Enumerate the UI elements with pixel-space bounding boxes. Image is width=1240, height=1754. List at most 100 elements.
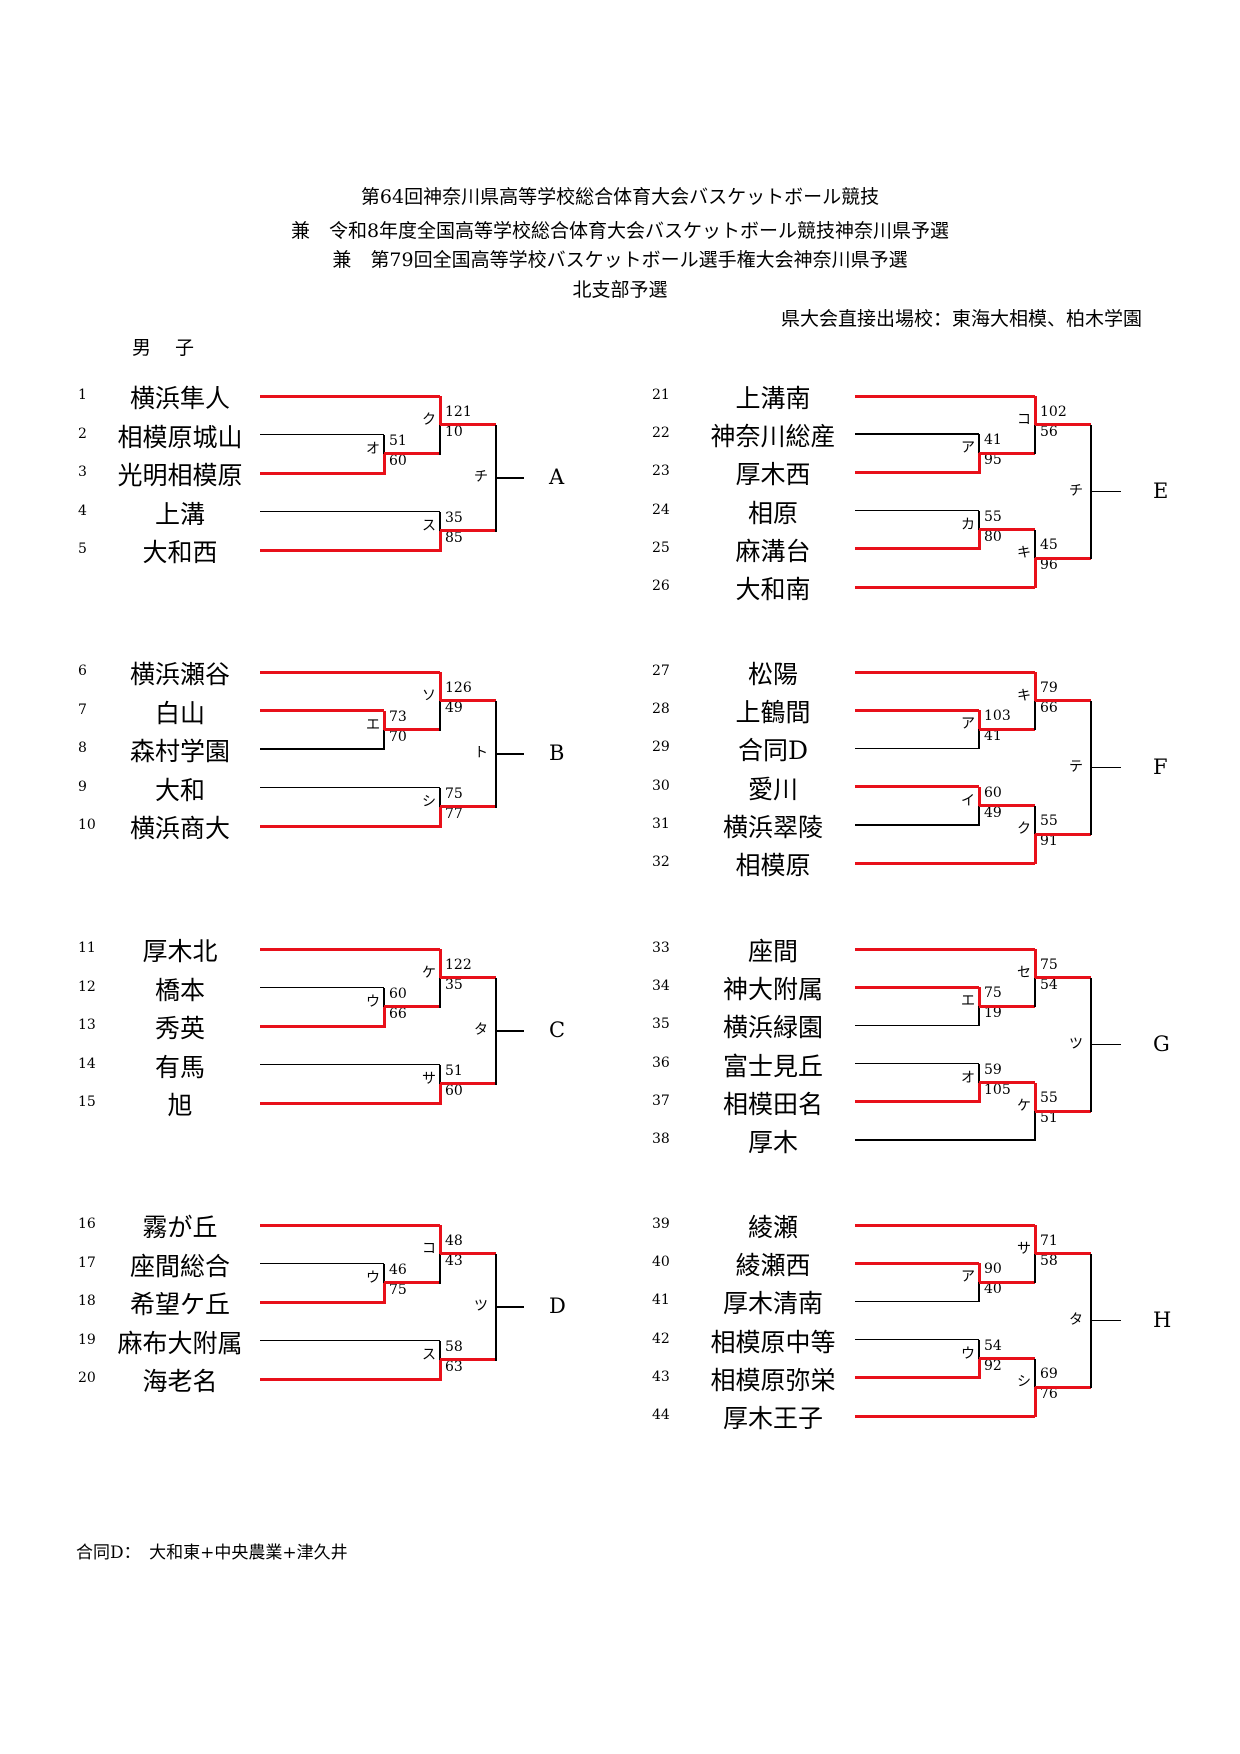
match-pair-score-top: 46 [389, 1261, 407, 1278]
match-top-score-bottom: 56 [1040, 423, 1058, 440]
match-pair1-score-bottom: 40 [984, 1281, 1002, 1298]
match-pair2-vline-top [978, 510, 980, 531]
match-pair-vline-bottom [382, 1282, 386, 1304]
bracket-line [260, 471, 384, 475]
match-pair2-label: ウ [961, 1345, 975, 1362]
bracket-line [440, 1252, 496, 1256]
team-number: 30 [652, 777, 670, 794]
team-name: 相模原城山 [117, 422, 243, 452]
bracket-line [1035, 556, 1091, 560]
match-top-vline-top [438, 1225, 442, 1256]
block-label-E: E [1153, 478, 1169, 503]
match-pair1-score-top: 103 [984, 708, 1011, 725]
team-number: 26 [652, 578, 670, 594]
match-top-vline-bottom [439, 977, 441, 1008]
final-out [1091, 490, 1121, 493]
match-pair1-score-top: 41 [984, 432, 1002, 449]
team-number: 6 [78, 663, 87, 679]
match-bottom-label: ク [1017, 821, 1031, 838]
match-pair1-label: エ [961, 993, 975, 1010]
bracket-line [855, 747, 979, 750]
bracket-line [260, 510, 440, 513]
match-top-score-bottom: 66 [1040, 699, 1058, 716]
team-name: 大和南 [735, 575, 811, 604]
final-out [1091, 1319, 1121, 1322]
final-out [496, 753, 524, 755]
match-bottom-vline-bottom [438, 806, 442, 828]
match-pair-score-bottom: 60 [389, 452, 407, 469]
match-bottom-vline-bottom [1034, 1111, 1036, 1141]
bracket-line [855, 1062, 979, 1065]
match-pair1-vline-bottom [978, 1282, 980, 1303]
team-name: 合同D [737, 736, 809, 766]
match-top-score-top: 122 [445, 956, 472, 973]
team-number: 32 [652, 854, 670, 870]
team-name: 森村学園 [129, 737, 230, 766]
match-pair1-score-bottom: 41 [984, 728, 1002, 745]
team-number: 19 [78, 1331, 96, 1348]
bracket-line [260, 1339, 440, 1342]
match-top-score-top: 48 [445, 1232, 463, 1249]
match-top-vline-top [1033, 949, 1037, 980]
match-top-vline-bottom [1034, 1253, 1036, 1284]
match-pair1-vline-top [977, 987, 981, 1008]
match-pair1-score-top: 90 [984, 1261, 1002, 1278]
team-number: 17 [78, 1254, 96, 1271]
match-pair1-score-bottom: 95 [984, 452, 1002, 469]
final-label: ト [474, 744, 488, 761]
match-pair2-vline-bottom [977, 529, 981, 551]
team-number: 29 [652, 739, 670, 756]
team-name: 麻溝台 [735, 536, 811, 566]
match-top-vline-top [438, 949, 442, 980]
final-label: チ [474, 468, 488, 485]
match-top-label: コ [422, 1240, 436, 1257]
match-bottom-score-bottom: 63 [445, 1358, 463, 1375]
match-top-label: ケ [422, 964, 436, 981]
block-label-C: C [549, 1017, 566, 1042]
match-bottom-score-bottom: 96 [1040, 557, 1058, 574]
team-number: 13 [78, 1017, 96, 1033]
bracket-line [260, 1063, 440, 1066]
title-line-3: 兼 第79回全国高等学校バスケットボール選手権大会神奈川県予選 [332, 249, 908, 271]
team-name: 厚木王子 [722, 1404, 823, 1433]
bracket-line [855, 509, 979, 512]
final-label: ツ [474, 1297, 488, 1314]
bracket-line [1035, 423, 1091, 427]
match-pair2-vline-bottom [977, 1082, 981, 1104]
team-number: 27 [652, 663, 670, 679]
match-top-vline-bottom [1034, 977, 1036, 1008]
match-bottom-label: キ [1017, 545, 1031, 562]
team-number: 11 [78, 940, 96, 956]
team-name: 座間 [747, 937, 798, 966]
bracket-line [855, 547, 979, 551]
match-pair-score-bottom: 66 [389, 1005, 407, 1022]
match-top-score-top: 75 [1040, 956, 1058, 973]
title-line-1: 第64回神奈川県高等学校総合体育大会バスケットボール競技 [360, 186, 880, 208]
match-bottom-vline-bottom [1033, 558, 1037, 589]
bracket-line [855, 824, 979, 826]
match-top-score-top: 121 [445, 403, 472, 420]
team-name: 大和西 [142, 538, 218, 567]
bracket-line [855, 1139, 1035, 1141]
bracket-line [855, 1261, 979, 1265]
match-bottom-vline-bottom [1033, 1387, 1037, 1418]
match-top-vline-bottom [1034, 424, 1036, 455]
match-bottom-vline-bottom [438, 530, 442, 552]
bracket-line [979, 1280, 1035, 1284]
match-pair-score-top: 60 [389, 985, 407, 1002]
final-out [496, 477, 524, 479]
team-number: 9 [78, 778, 87, 795]
team-name: 霧が丘 [142, 1213, 218, 1242]
bracket-line [855, 1300, 979, 1303]
team-name: 相模田名 [722, 1089, 823, 1119]
team-name: 神大附属 [722, 975, 823, 1005]
team-number: 44 [652, 1407, 670, 1423]
match-top-score-bottom: 10 [445, 423, 463, 440]
bracket-line [260, 786, 440, 789]
final-label: タ [1069, 1311, 1083, 1328]
bracket-line [440, 699, 496, 703]
team-number: 41 [652, 1292, 670, 1309]
bracket-line [855, 1223, 1035, 1227]
match-bottom-score-top: 55 [1040, 813, 1058, 830]
match-bottom-score-bottom: 85 [445, 529, 463, 546]
